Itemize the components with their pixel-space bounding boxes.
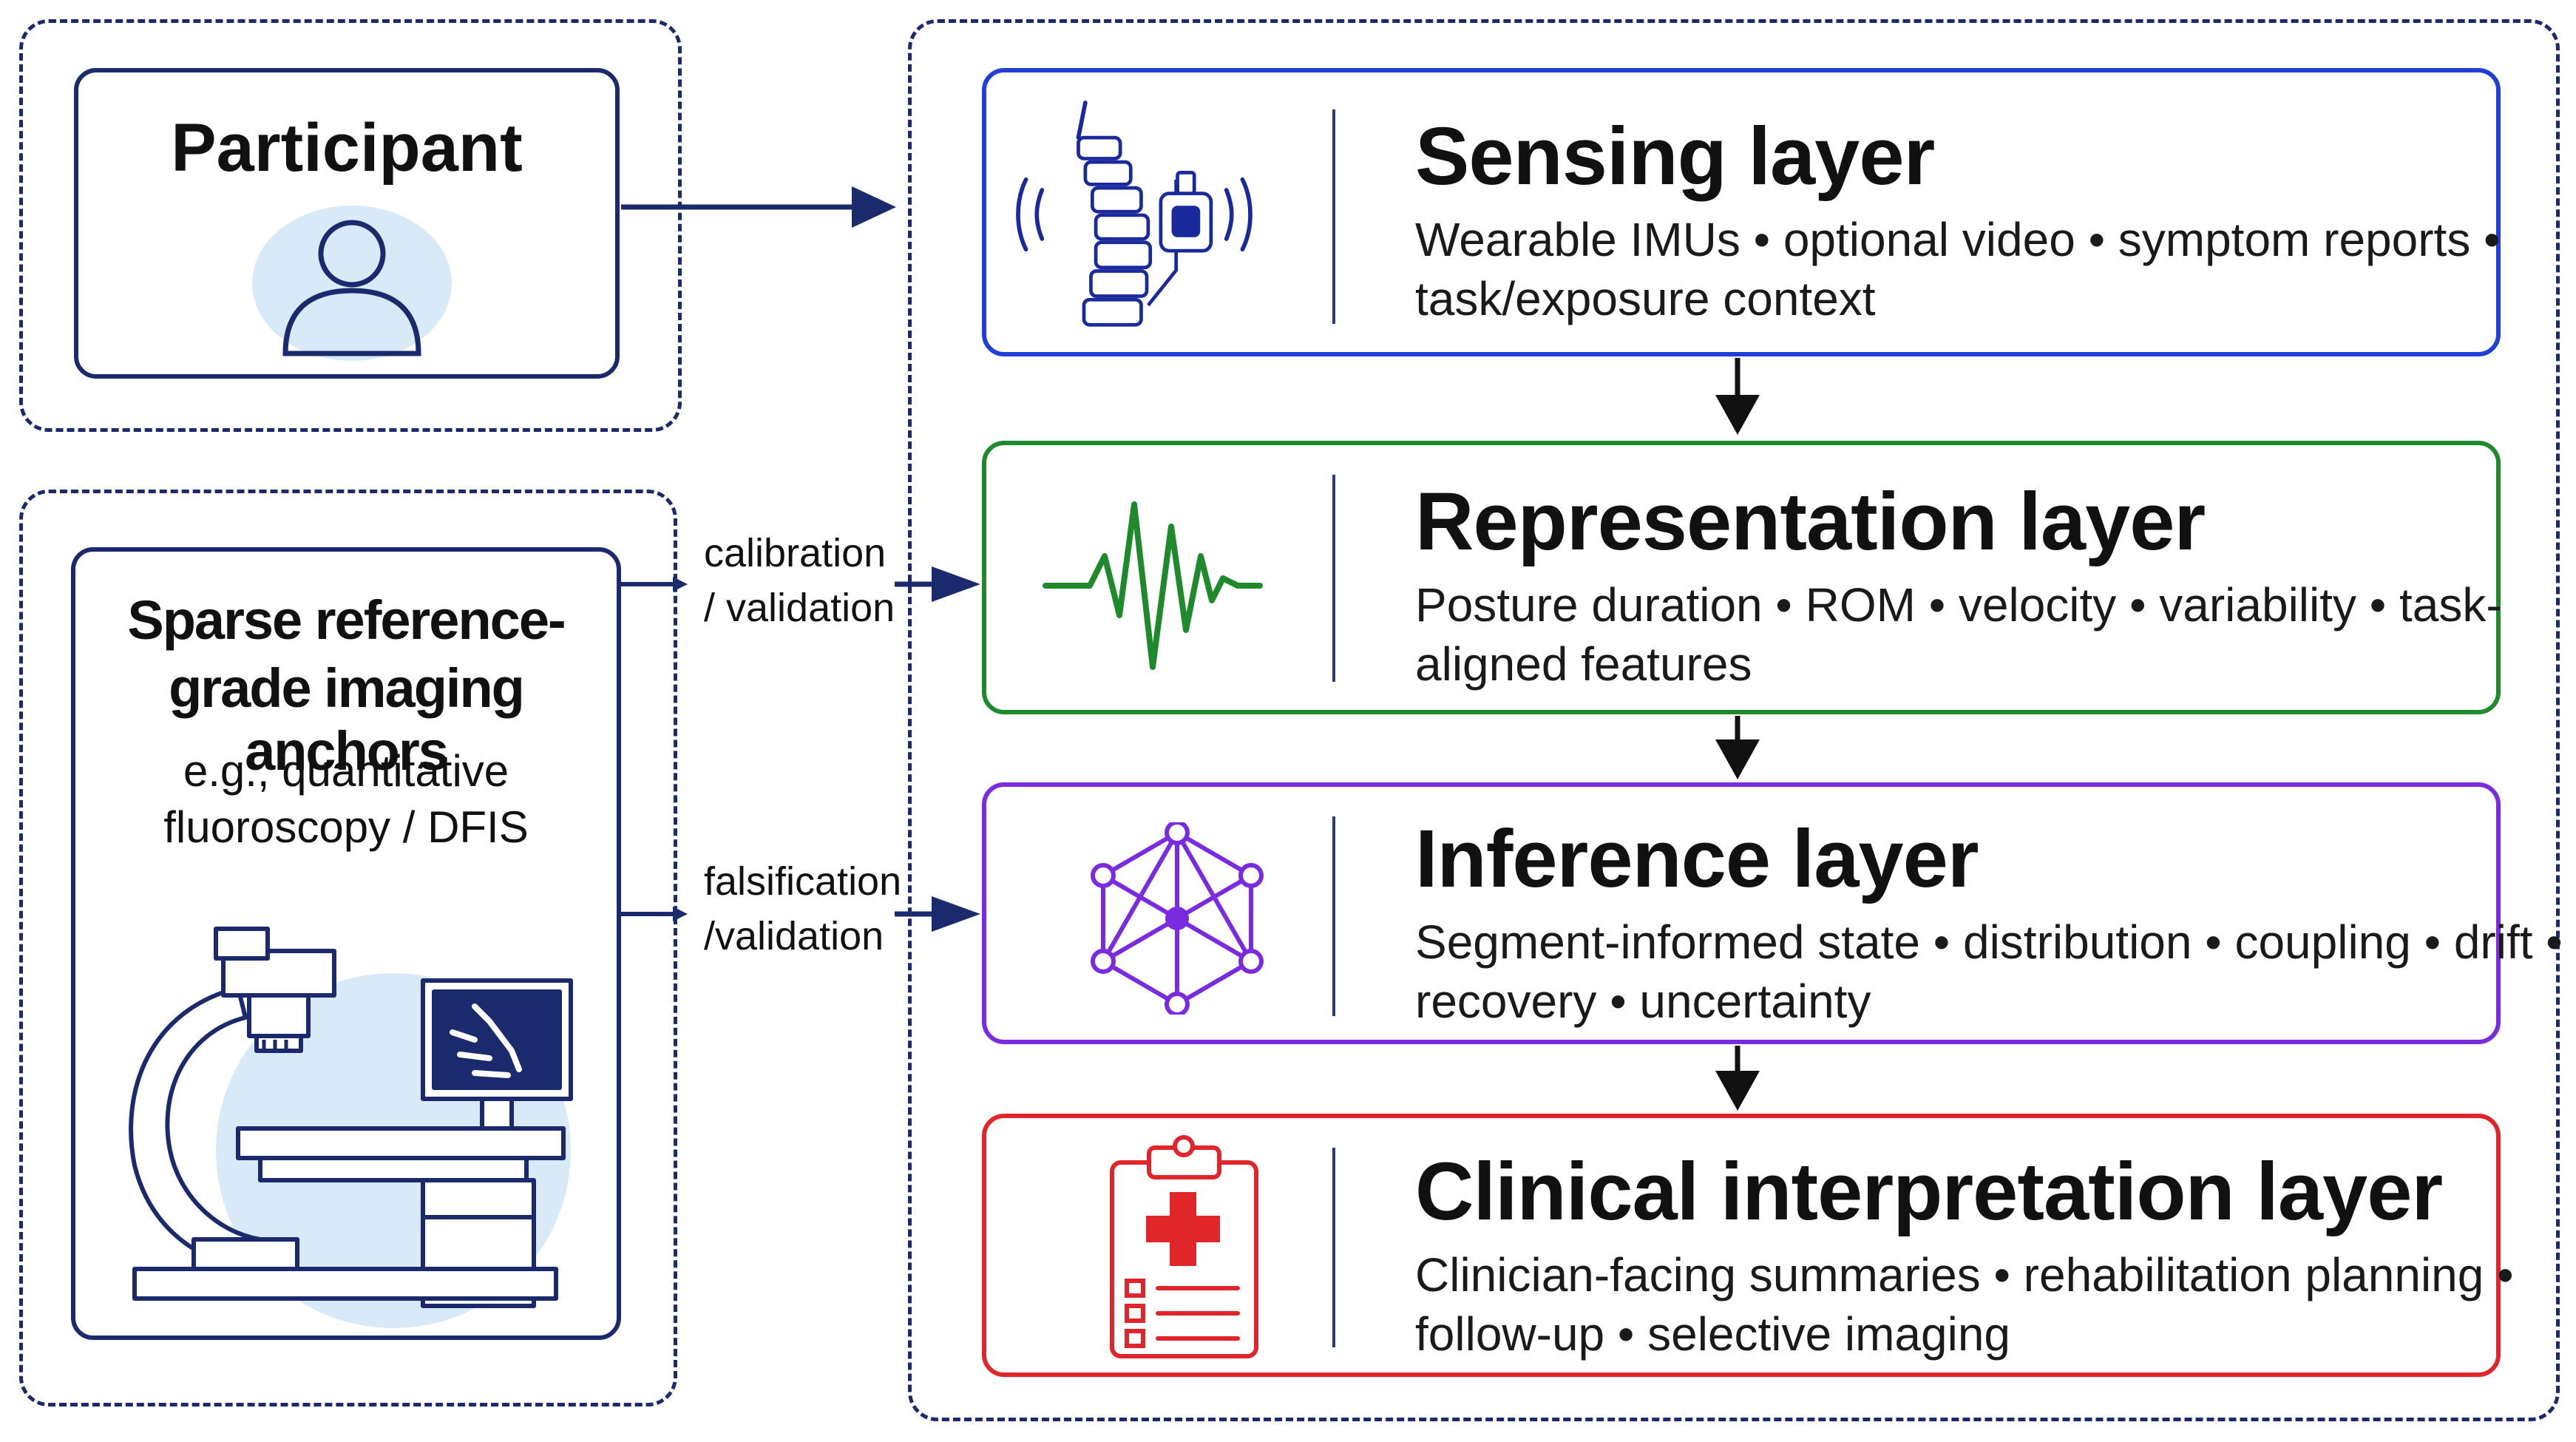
anchors-title-line2: grade imaging anchors [169,657,525,782]
falsification-label-line1: falsification [704,859,902,904]
fluoroscopy-machine-icon [129,927,573,1328]
representation-to-inference-arrow [1715,716,1760,779]
layers-group [908,19,2560,1421]
participant-box: Participant [74,68,620,379]
calibration-label-line2: / validation [704,586,895,630]
inference-to-clinical-arrow [1715,1046,1760,1111]
spine-sensor-icon [1016,101,1253,327]
inference-desc: Segment-informed state • distribution • … [1415,915,2563,1028]
representation-layer-box: Representation layer Posture duration • … [982,441,2502,714]
inference-layer-box: Inference layer Segment-informed state •… [982,782,2563,1044]
sensing-layer-box: Sensing layer Wearable IMUs • optional v… [982,68,2501,356]
sensing-desc: Wearable IMUs • optional video • symptom… [1415,213,2501,325]
anchors-subtitle-line1: e.g., quantitative [183,746,509,796]
participant-title: Participant [171,110,523,186]
person-icon [252,206,452,361]
calibration-label-line1: calibration [704,531,887,575]
network-graph-icon [1091,822,1264,1015]
anchors-subtitle-line2: fluoroscopy / DFIS [163,802,529,852]
calibration-arrow [621,566,980,602]
participant-group [19,19,682,432]
anchors-title-line1: Sparse reference- [127,589,566,651]
clipboard-medical-icon [1110,1135,1258,1358]
waveform-icon [1043,501,1263,670]
sensing-separator [1332,109,1335,324]
participant-arrow [621,186,896,228]
sensing-to-representation-arrow [1715,358,1760,435]
inference-title: Inference layer [1415,813,1979,904]
representation-desc: Posture duration • ROM • velocity • vari… [1415,578,2502,691]
falsification-arrow [621,896,980,932]
clinical-separator [1332,1148,1335,1347]
sensing-title: Sensing layer [1415,111,1935,202]
anchors-group [19,490,677,1407]
falsification-label-line2: /validation [704,914,884,958]
clinical-desc: Clinician-facing summaries • rehabilitat… [1415,1248,2514,1361]
representation-separator [1332,475,1335,682]
representation-title: Representation layer [1415,476,2206,567]
clinical-layer-box: Clinical interpretation layer Clinician-… [982,1114,2514,1377]
inference-separator [1332,816,1335,1016]
clinical-title: Clinical interpretation layer [1415,1146,2443,1237]
anchors-box: Sparse reference- grade imaging anchors … [71,547,621,1340]
